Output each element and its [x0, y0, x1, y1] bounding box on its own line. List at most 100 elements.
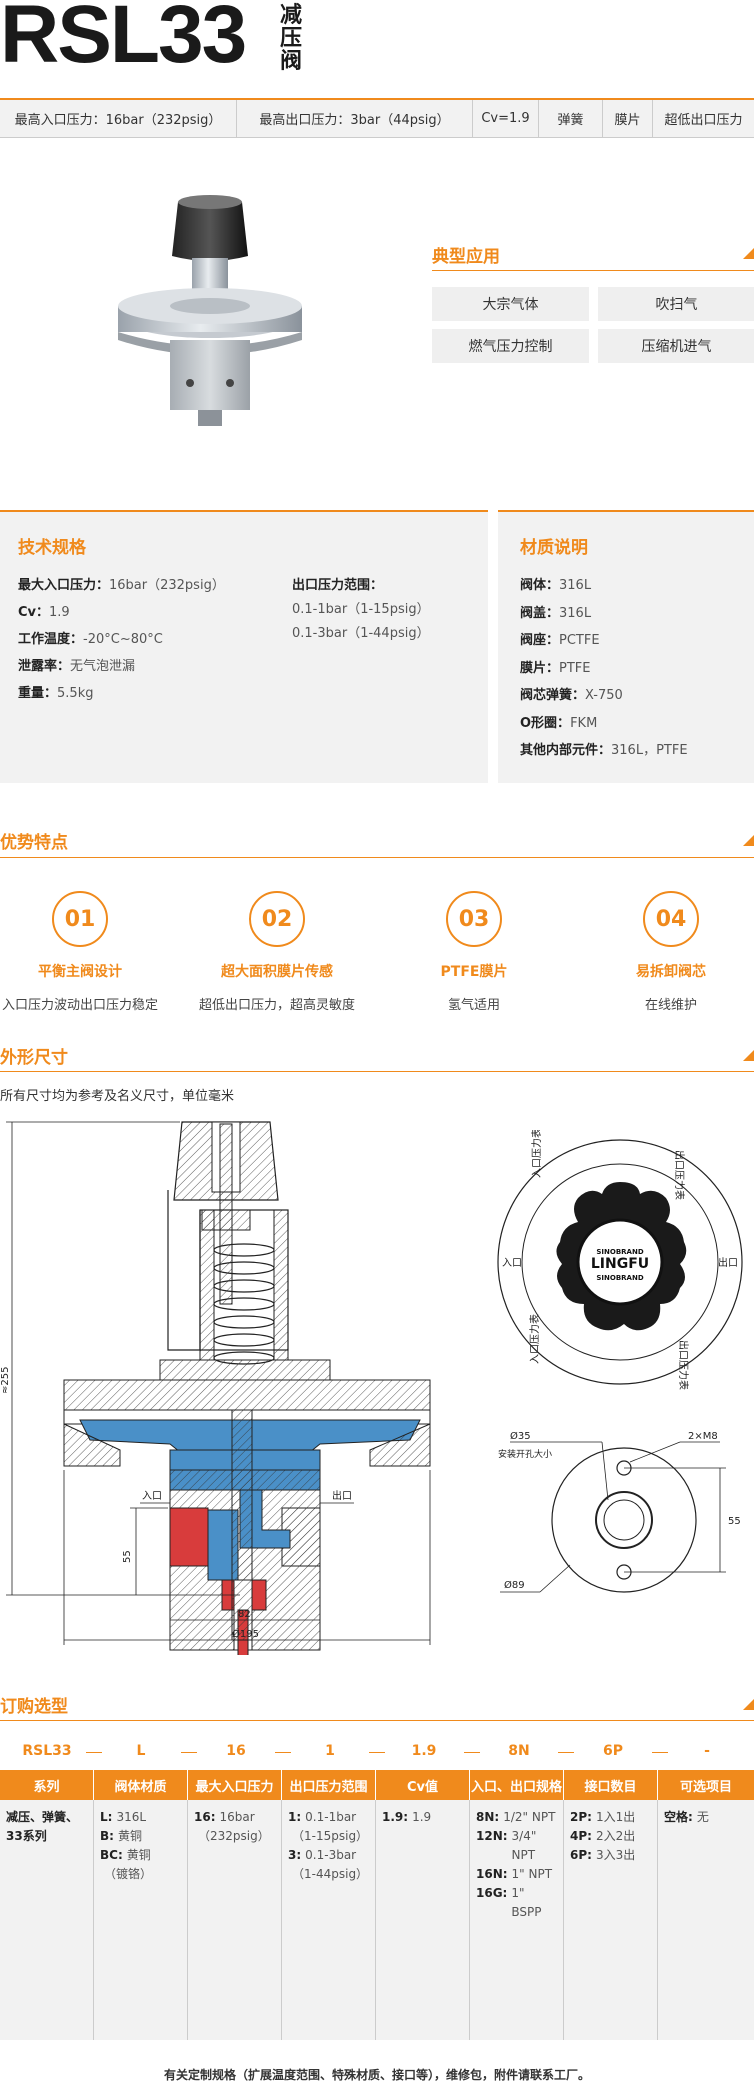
outlet-label: 出口 [332, 1489, 352, 1502]
dimensions-note: 所有尺寸均为参考及名义尺寸，单位毫米 [0, 1089, 235, 1104]
outlet-range-title: 出口压力范围： [292, 578, 384, 593]
order-code-segment: L [136, 1743, 146, 1759]
spec-cell: 弹簧 [539, 100, 603, 137]
spec-bar: 最高入口压力：16bar（232psig）最高出口压力：3bar（44psig）… [0, 98, 754, 138]
option-line: 3:0.1-3bar [288, 1846, 369, 1865]
feature-desc: 超低出口压力，超高灵敏度 [198, 998, 355, 1013]
tech-spec-row: Cv：1.9 [18, 605, 70, 620]
gauge-out-bottom: 出口压力表 [677, 1340, 690, 1390]
corner-triangle-icon [743, 1699, 754, 1710]
feature-number-badge: 02 [249, 891, 305, 947]
material-row: O形圈：FKM [520, 715, 598, 731]
option-value: 无 [696, 1810, 709, 1824]
height55-label: 55 [122, 1550, 133, 1563]
option-code: 12N: [476, 1829, 508, 1843]
order-code-segment: 8N [508, 1743, 530, 1759]
option-line: 16:16bar [194, 1808, 275, 1827]
option-code: 16: [194, 1810, 216, 1824]
option-line: （镀铬） [100, 1865, 181, 1884]
option-code: 空格: [664, 1810, 693, 1824]
dimensions-title: 外形尺寸 [0, 1048, 68, 1068]
inlet-label: 入口 [142, 1491, 162, 1502]
bottom-view-drawing: Ø35 安装开孔大小 2×M8 55 Ø89 [498, 1430, 741, 1593]
option-value: 1入1出 [595, 1810, 636, 1824]
diameter195-label: Ø195 [232, 1628, 259, 1640]
col-series: 减压、弹簧、 33系列 [0, 1800, 94, 2040]
material-row: 阀体：316L [520, 578, 592, 593]
option-code: 16G: [476, 1886, 508, 1900]
feature-title: 超大面积膜片传感 [221, 964, 333, 980]
tech-spec-row: 泄露率：无气泡泄漏 [18, 659, 136, 674]
option-value: （232psig） [198, 1829, 270, 1843]
option-code: 1: [288, 1810, 302, 1824]
materials-title: 材质说明 [520, 538, 588, 558]
option-code: 8N: [476, 1810, 500, 1824]
tech-spec-panel [0, 510, 488, 783]
feature-number-badge: 03 [446, 891, 502, 947]
option-value: 1/2" NPT [503, 1810, 556, 1824]
col-outlet-range: 1:0.1-1bar（1-15psig）3:0.1-3bar（1-44psig） [282, 1800, 376, 2040]
option-line: 16N:1" NPT [476, 1865, 557, 1884]
brand-logo: LINGFU [591, 1256, 649, 1272]
option-value: 2入2出 [595, 1829, 636, 1843]
order-code-separator [275, 1752, 291, 1753]
tech-spec-row: 重量：5.5kg [18, 686, 94, 701]
topview-inlet-label: 入口 [502, 1258, 522, 1269]
tech-spec-row: 最大入口压力：16bar（232psig） [18, 578, 225, 593]
applications-title: 典型应用 [432, 247, 500, 267]
top-view-drawing: SINOBRAND LINGFU SINOBRAND 入口 出口 入口压力表 出… [497, 1130, 743, 1390]
order-code-segment: RSL33 [22, 1743, 72, 1759]
option-code: 4P: [570, 1829, 592, 1843]
ordering-line [0, 1720, 754, 1721]
spec-cell: 膜片 [603, 100, 653, 137]
application-item: 吹扫气 [598, 287, 754, 321]
applications-line [432, 270, 754, 271]
option-value: 1" BSPP [511, 1886, 542, 1919]
product-type: 减压阀 [280, 3, 303, 74]
width82-label: 82 [238, 1609, 251, 1620]
option-value: （镀铬） [104, 1867, 153, 1881]
order-code-separator [558, 1752, 574, 1753]
feature-desc: 在线维护 [644, 998, 697, 1013]
order-code-segment: - [704, 1743, 710, 1759]
spec-cell: Cv=1.9 [473, 100, 539, 137]
order-table-header-cell: 接口数目 [564, 1770, 658, 1800]
option-line: 空格:无 [664, 1808, 748, 1827]
option-code: 3: [288, 1848, 302, 1862]
option-code: 16N: [476, 1867, 508, 1881]
corner-triangle-icon [743, 1050, 754, 1061]
tech-spec-title: 技术规格 [18, 538, 86, 558]
feature-desc: 入口压力波动出口压力稳定 [1, 998, 158, 1013]
option-value: 1.9 [412, 1810, 432, 1824]
h55b-label: 55 [728, 1516, 741, 1527]
option-line: 4P:2入2出 [570, 1827, 651, 1846]
material-row: 阀芯弹簧：X-750 [520, 688, 623, 703]
order-code-segment: 6P [602, 1743, 623, 1759]
order-code-separator [369, 1752, 385, 1753]
gauge-out-top: 出口压力表 [673, 1150, 686, 1200]
option-line: B:黄铜 [100, 1827, 181, 1846]
option-code: B: [100, 1829, 114, 1843]
product-photo [118, 195, 302, 426]
option-line: 12N:3/4" NPT [476, 1827, 557, 1865]
order-table-header-cell: 系列 [0, 1770, 94, 1800]
order-code-segment: 1 [325, 1743, 335, 1759]
spec-cell: 超低出口压力 [664, 113, 743, 128]
material-row: 阀盖：316L [520, 605, 592, 621]
d89-label: Ø89 [504, 1579, 525, 1591]
spec-cell: 最高出口压力：3bar（44psig） [237, 100, 473, 137]
order-code-separator [463, 1752, 480, 1753]
ordering-title: 订购选型 [0, 1697, 68, 1717]
option-line: L:316L [100, 1808, 181, 1827]
option-line: 6P:3入3出 [570, 1846, 651, 1865]
order-table-header-cell: Cv值 [376, 1770, 470, 1800]
material-row: 膜片：PTFE [520, 660, 591, 676]
order-table-header-cell: 入口、出口规格 [470, 1770, 564, 1800]
feature-desc: 氢气适用 [447, 998, 500, 1013]
option-value: 3入3出 [595, 1848, 636, 1862]
option-value: 黄铜 [126, 1848, 151, 1862]
